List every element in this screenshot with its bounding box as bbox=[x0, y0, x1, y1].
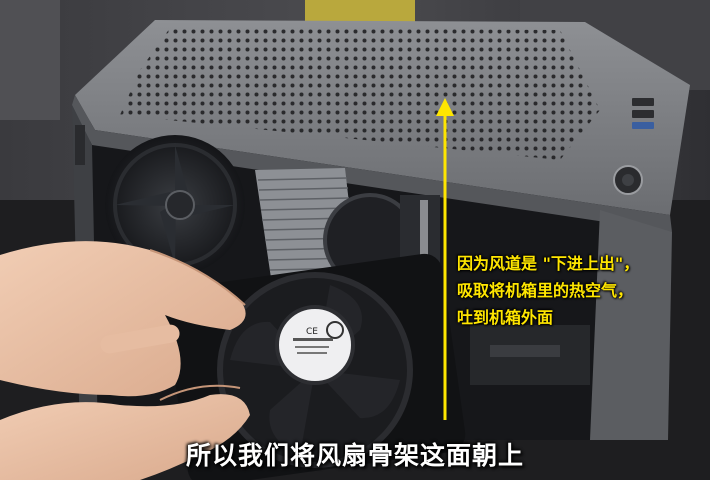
airflow-annotation: 因为风道是 "下进上出"， 吸取将机箱里的热空气， 吐到机箱外面 bbox=[457, 250, 707, 331]
usb-port bbox=[632, 98, 654, 106]
fan-hub-sticker bbox=[275, 305, 355, 385]
right-hand bbox=[0, 394, 250, 480]
annotation-line: 因为风道是 "下进上出"， bbox=[457, 254, 640, 273]
fan-ce-mark: CE bbox=[306, 327, 318, 337]
usb-port bbox=[632, 110, 654, 118]
case-front-panel bbox=[590, 210, 672, 440]
video-subtitle: 所以我们将风扇骨架这面朝上 bbox=[185, 441, 524, 470]
left-hand bbox=[0, 241, 246, 397]
airflow-arrow-head bbox=[436, 98, 454, 116]
annotation-line: 吸取将机箱里的热空气， bbox=[457, 281, 634, 300]
annotation-line: 吐到机箱外面 bbox=[457, 308, 554, 327]
mesh-vent bbox=[120, 28, 600, 160]
usb-c-port bbox=[632, 122, 654, 129]
